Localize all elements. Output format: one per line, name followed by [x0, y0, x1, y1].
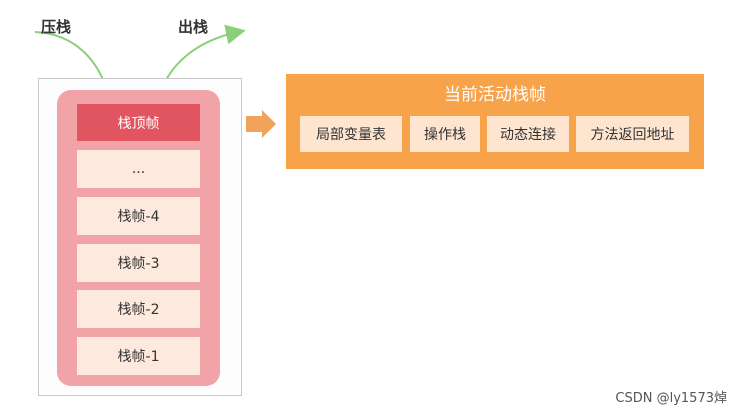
stack-frame-ellipsis: ...	[77, 150, 200, 188]
stack-frame-3: 栈帧-3	[77, 244, 200, 282]
local-variable-table: 局部变量表	[300, 116, 402, 152]
dynamic-linking: 动态连接	[487, 116, 569, 152]
pop-label: 出栈	[178, 18, 209, 36]
current-frame-title: 当前活动栈帧	[444, 85, 546, 105]
watermark: CSDN @ly1573焯	[615, 391, 727, 406]
stack-frame-2: 栈帧-2	[77, 290, 200, 328]
stack-top-frame: 栈顶帧	[77, 104, 200, 141]
push-label: 压栈	[41, 18, 72, 36]
method-return-address: 方法返回地址	[576, 116, 689, 152]
stack-frame-1: 栈帧-1	[77, 337, 200, 375]
stack-frame-4: 栈帧-4	[77, 197, 200, 235]
operand-stack: 操作栈	[410, 116, 480, 152]
current-frame-arrow	[246, 110, 276, 138]
